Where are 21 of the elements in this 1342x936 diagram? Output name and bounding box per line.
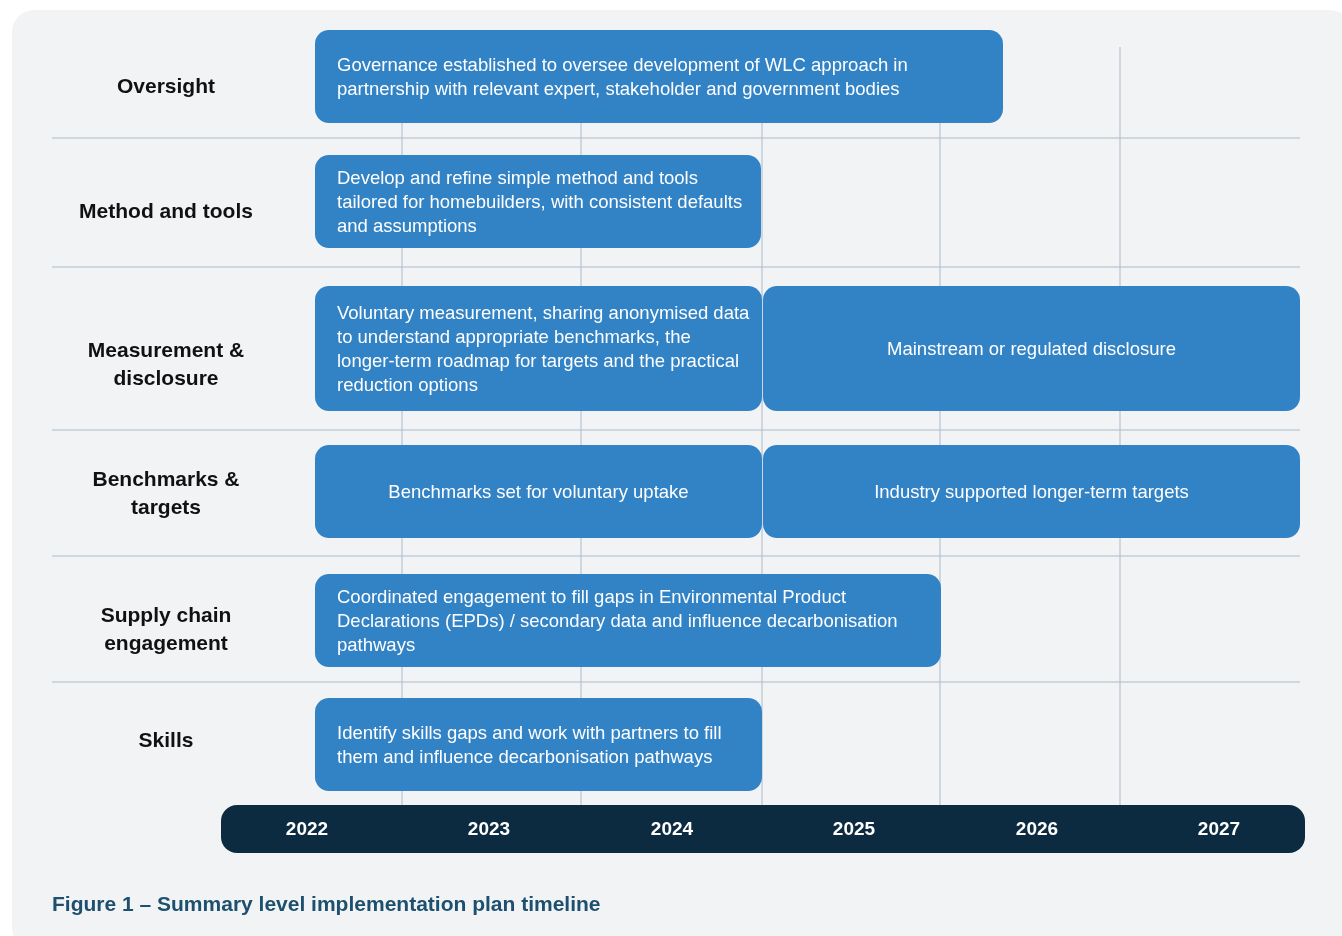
timeline-bar: Benchmarks set for voluntary uptake [315, 445, 762, 538]
year-label: 2023 [467, 818, 511, 840]
timeline-bar: Industry supported longer-term targets [763, 445, 1300, 538]
year-label: 2026 [1015, 818, 1059, 840]
figure-caption: Figure 1 – Summary level implementation plan timeline [52, 892, 601, 916]
year-label: 2022 [285, 818, 329, 840]
timeline-bar: Identify skills gaps and work with partners to fill them and influence decarbonisation pathways [315, 698, 762, 791]
row-heading: Benchmarks & targets [91, 466, 241, 520]
timeline-bar: Governance established to oversee development of WLC approach in partnership with relevant expert, stakeholder and government bodies [315, 30, 1003, 123]
year-label: 2024 [650, 818, 694, 840]
row-heading: Oversight [116, 73, 216, 99]
timeline-bar: Develop and refine simple method and tools tailored for homebuilders, with consistent defaults and assumptions [315, 155, 761, 248]
row-heading: Measurement & disclosure [86, 337, 246, 391]
year-label: 2027 [1197, 818, 1241, 840]
row-heading: Skills [137, 727, 195, 753]
year-label: 2025 [832, 818, 876, 840]
row-heading: Supply chain engagement [99, 602, 233, 656]
row-heading: Method and tools [78, 198, 254, 224]
timeline-bar: Mainstream or regulated disclosure [763, 286, 1300, 411]
timeline-bar: Coordinated engagement to fill gaps in Environmental Product Declarations (EPDs) / secondary data and influence decarbonisation pathways [315, 574, 941, 667]
timeline-bar: Voluntary measurement, sharing anonymised data to understand appropriate benchmarks, the longer-term roadmap for targets and the practical reduction options [315, 286, 762, 411]
